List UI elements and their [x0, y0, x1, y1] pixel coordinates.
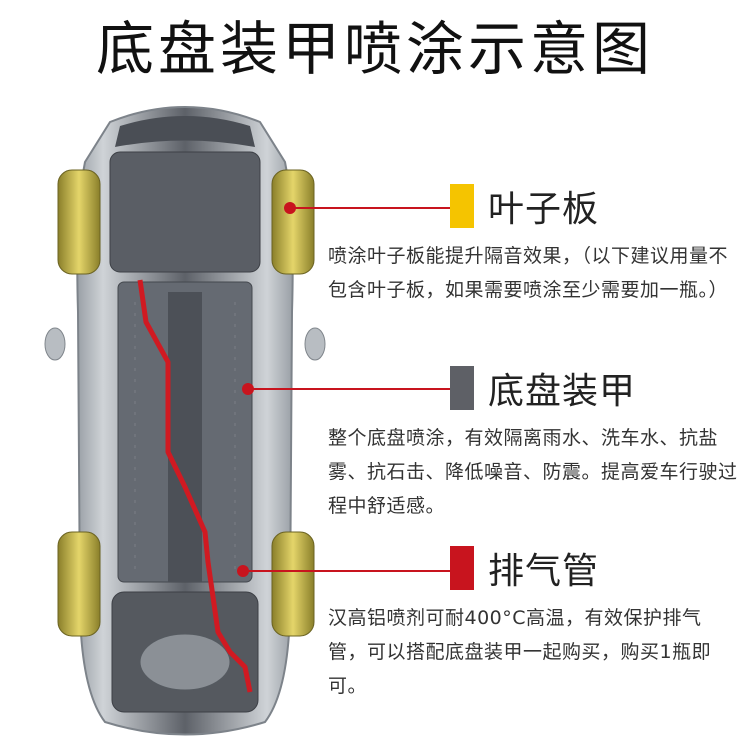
- underbody-armor-swatch: [450, 366, 474, 410]
- section-title: 底盘装甲: [488, 371, 637, 412]
- exhaust-pipe-swatch: [450, 546, 474, 590]
- exhaust-pipe-highlight: [137, 279, 253, 693]
- section-exhaust-pipe: 排气管 汉高铝喷剂可耐400°C高温，有效保护排气管，可以搭配底盘装甲一起购买，…: [328, 545, 738, 703]
- page-title: 底盘装甲喷涂示意图: [95, 15, 654, 83]
- rear-left-tire: [57, 531, 101, 637]
- front-left-tire: [57, 169, 101, 275]
- rear-right-tire: [271, 531, 315, 637]
- section-description: 汉高铝喷剂可耐400°C高温，有效保护排气管，可以搭配底盘装甲一起购买，购买1瓶…: [328, 607, 712, 697]
- car-underbody-image: [40, 92, 330, 743]
- section-title: 叶子板: [488, 189, 600, 230]
- front-right-tire: [271, 169, 315, 275]
- section-leaf-panel: 叶子板 喷涂叶子板能提升隔音效果，（以下建议用量不包含叶子板，如果需要喷涂至少需…: [328, 183, 738, 307]
- section-title: 排气管: [488, 551, 600, 592]
- section-description: 喷涂叶子板能提升隔音效果，（以下建议用量不包含叶子板，如果需要喷涂至少需要加一瓶…: [328, 245, 729, 301]
- leaf-panel-swatch: [450, 184, 474, 228]
- section-underbody-armor: 底盘装甲 整个底盘喷涂，有效隔离雨水、洗车水、抗盐雾、抗石击、降低噪音、防震。提…: [328, 365, 738, 523]
- section-description: 整个底盘喷涂，有效隔离雨水、洗车水、抗盐雾、抗石击、降低噪音、防震。提高爱车行驶…: [328, 427, 738, 517]
